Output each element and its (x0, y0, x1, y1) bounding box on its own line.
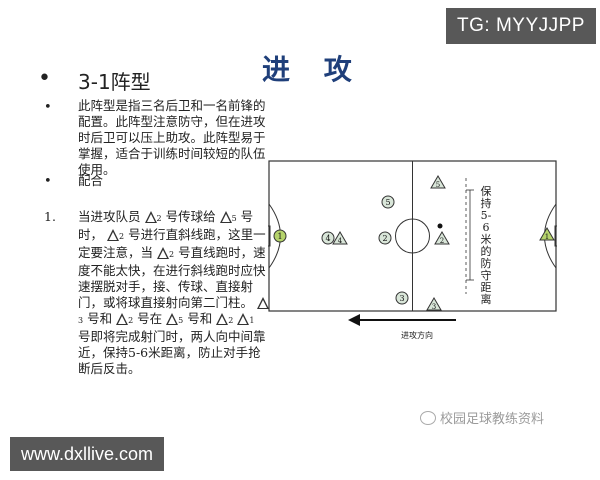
step-number: 1. (44, 209, 56, 224)
player-triangle-icon (166, 313, 179, 325)
player-number: 2 (169, 250, 175, 259)
player-triangle-icon (116, 313, 129, 325)
opponent-2-triangle: 2 (434, 231, 450, 245)
player-triangle-icon (157, 247, 169, 259)
player-label: 5 (385, 198, 390, 207)
player-triangle-icon (144, 211, 157, 223)
step-text: 号在 (137, 311, 163, 326)
player-label: 5 (436, 181, 440, 189)
watermark-text: 校园足球教练资料 (420, 408, 544, 427)
player-label: 1 (545, 233, 549, 241)
player-3-circle: 3 (395, 291, 409, 305)
wechat-icon (420, 411, 436, 425)
player-label: 3 (432, 303, 436, 311)
player-5-circle: 5 (381, 195, 395, 209)
watermark-tag-top: TG: MYYJJPP (446, 8, 596, 44)
opponent-5-triangle: 5 (430, 175, 446, 189)
step-text: 号进行直斜线跑，这里一定要注意，当 (78, 227, 266, 260)
pattern-label: 配合 (78, 173, 104, 188)
player-triangle-icon (216, 313, 229, 325)
bullet-dot: • (44, 100, 52, 115)
opponent-4-triangle: 4 (332, 231, 348, 245)
step-text: 号和 (187, 311, 213, 326)
player-number: 1 (249, 316, 255, 325)
attack-direction-label: 进攻方向 (401, 331, 433, 340)
watermark-tag-bottom: www.dxllive.com (10, 437, 164, 471)
player-label: 2 (440, 237, 444, 245)
player-triangle-icon (237, 313, 250, 325)
player-number: 2 (128, 316, 134, 325)
player-4-circle: 4 (321, 231, 335, 245)
opponent-3-triangle: 3 (426, 297, 442, 311)
player-label: 4 (338, 237, 343, 245)
step-text: 号传球给 (165, 209, 216, 224)
player-label: 2 (382, 234, 387, 243)
heading-text: 3-1阵型 (78, 70, 151, 94)
player-number: 3 (78, 316, 84, 325)
step-text: 号和 (87, 311, 113, 326)
step-text: 号直线跑时，速度不能太快，在进行斜线跑时应快速摆脱对手，接、传球、直接射门，或将… (78, 245, 266, 310)
step-text: 号时， (78, 209, 254, 242)
defense-distance-label: 保持5-6米的防守距离 (480, 185, 492, 306)
bullet-dot: • (38, 66, 51, 91)
player-number: 2 (156, 214, 162, 223)
player-label: 1 (277, 232, 282, 241)
step-text: 号即将完成射门时，两人向中间靠近，保持5-6米距离，防止对手抢断后反击。 (78, 329, 266, 376)
step-paragraph: 当进攻队员 2 号传球给 5 号时， 2 号进行直斜线跑，这里一定要注意，当 2… (78, 209, 270, 377)
slide-title: 进 攻 (262, 53, 364, 86)
player-number: 2 (228, 316, 234, 325)
soccer-field-diagram: 1 4 4 2 5 3 2 5 3 1 (268, 160, 557, 312)
opponent-1-triangle: 1 (539, 227, 555, 241)
intro-paragraph: 此阵型是指三名后卫和一名前锋的配置。此阵型注意防守，但在进攻时后卫可以压上助攻。… (78, 98, 266, 177)
player-1-circle: 1 (273, 229, 287, 243)
player-triangle-icon (107, 229, 119, 241)
player-label: 4 (325, 234, 330, 243)
bullet-dot: • (44, 174, 52, 189)
player-label: 3 (399, 294, 404, 303)
player-number: 5 (231, 214, 237, 223)
player-triangle-icon (257, 297, 269, 309)
watermark-label: 校园足球教练资料 (440, 412, 545, 427)
player-number: 2 (119, 232, 125, 241)
player-triangle-icon (219, 211, 232, 223)
player-2-circle: 2 (378, 231, 392, 245)
step-text: 当进攻队员 (78, 209, 141, 224)
attack-direction-arrow (348, 312, 458, 332)
player-number: 5 (178, 316, 184, 325)
